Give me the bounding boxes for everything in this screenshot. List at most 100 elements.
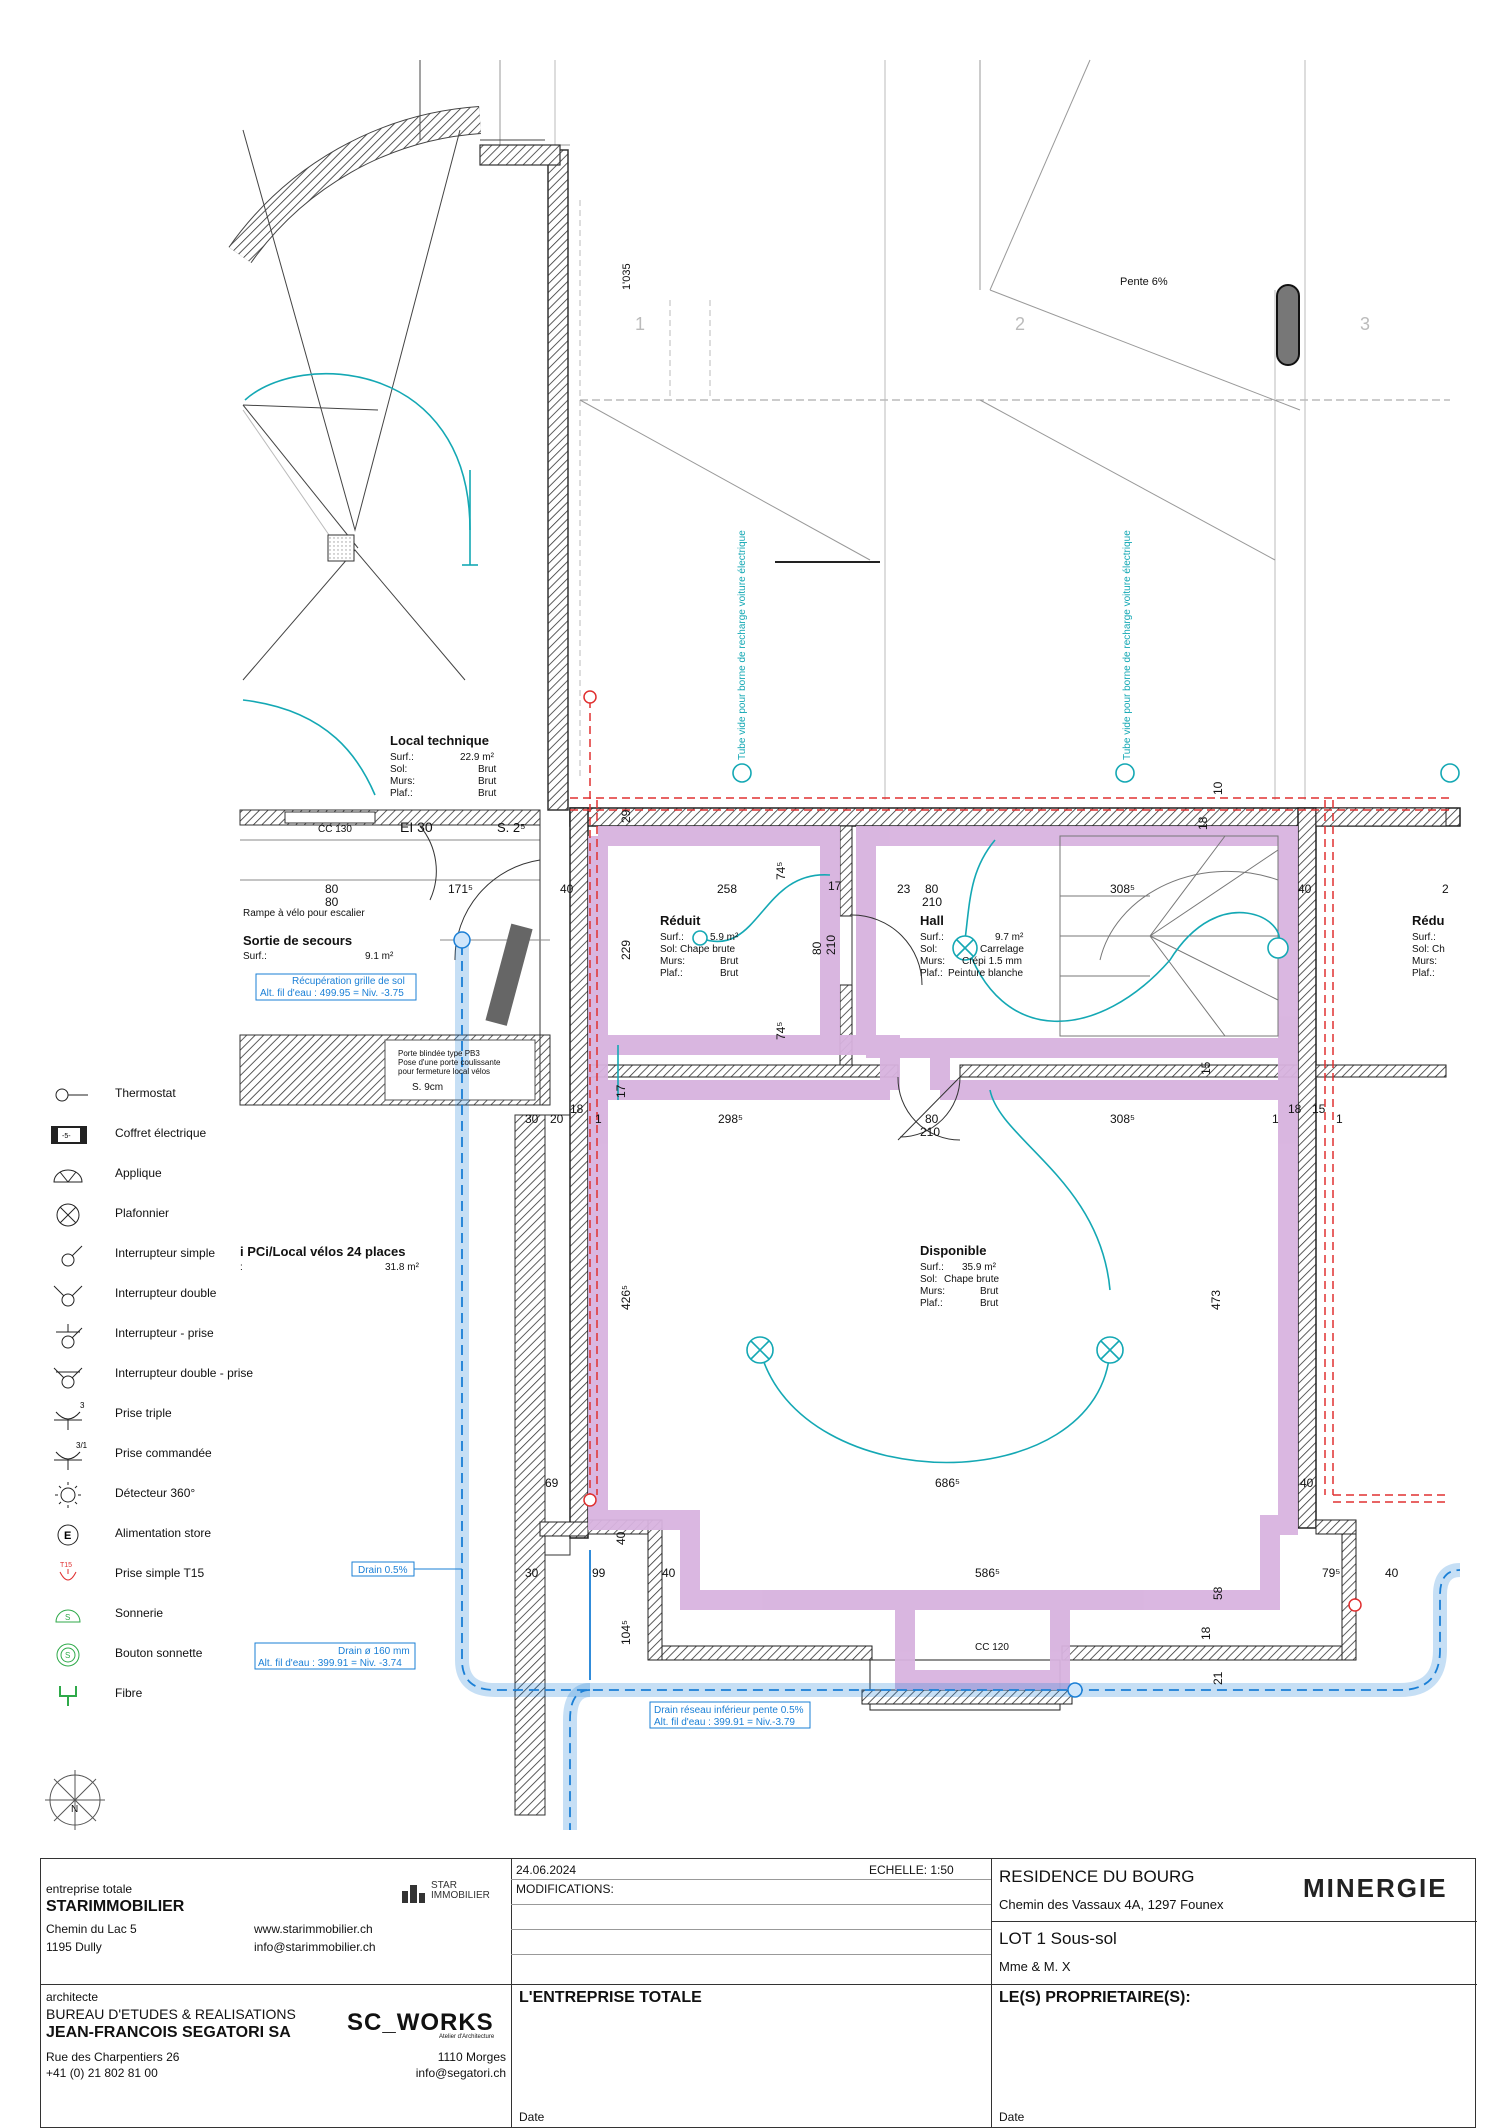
svg-text:171⁵: 171⁵ [448, 882, 473, 896]
legend-item-alim-store: E Alimentation store [40, 1520, 260, 1550]
triple-socket-icon: 3 [54, 1401, 85, 1430]
legend-item-coffret: -5- Coffret électrique [40, 1120, 260, 1150]
svg-text:40: 40 [1298, 882, 1312, 896]
svg-text:18: 18 [1196, 816, 1210, 830]
svg-text:99: 99 [592, 1566, 606, 1580]
single-switch-icon [61, 1245, 83, 1267]
double-switch-socket-icon [53, 1367, 83, 1389]
svg-text:74⁵: 74⁵ [774, 862, 788, 880]
svg-text:Sol:: Sol: [390, 764, 407, 775]
svg-text:17: 17 [828, 879, 842, 893]
svg-text:258: 258 [717, 882, 737, 896]
slope-label: Pente 6% [1120, 276, 1168, 288]
svg-text:10: 10 [1211, 781, 1225, 795]
drawing-title: LOT 1 Sous-sol [999, 1929, 1117, 1948]
svg-text:1: 1 [1336, 1112, 1343, 1126]
svg-text:Brut: Brut [478, 788, 497, 799]
svg-text:5.9 m²: 5.9 m² [710, 932, 739, 943]
svg-text:686⁵: 686⁵ [935, 1476, 960, 1490]
drain-pipe-label: Drain ø 160 mm [338, 1646, 410, 1657]
svg-text:79⁵: 79⁵ [1322, 1566, 1340, 1580]
svg-text:S: S [65, 1613, 70, 1622]
svg-text:18: 18 [1199, 1626, 1213, 1640]
svg-text:30: 30 [525, 1112, 539, 1126]
svg-text:N: N [71, 1804, 78, 1815]
svg-text:Plaf.:: Plaf.: [1412, 968, 1435, 979]
svg-text:S. 2⁵: S. 2⁵ [497, 820, 526, 835]
modifications-label: MODIFICATIONS: [516, 1882, 614, 1896]
svg-text:Surf.:: Surf.: [660, 932, 684, 943]
wall-left-upper [547, 149, 569, 811]
legend-item-bouton-sonnette: S Bouton sonnette [40, 1640, 260, 1670]
svg-text:Surf.:: Surf.: [243, 951, 267, 962]
svg-text:Porte blindée type PB3: Porte blindée type PB3 [398, 1049, 480, 1058]
lower-drain-label: Drain réseau inférieur pente 0.5% [654, 1705, 804, 1716]
thermostat-icon [55, 1088, 88, 1102]
socket-t15-icon: T15 [59, 1562, 77, 1581]
room-name-sortie: Sortie de secours [243, 933, 352, 948]
svg-text:40: 40 [1385, 1566, 1399, 1580]
room-name-disponible: Disponible [920, 1243, 986, 1258]
svg-text:Brut: Brut [720, 968, 739, 979]
svg-text:9.7 m²: 9.7 m² [995, 932, 1024, 943]
svg-text:Murs:: Murs: [920, 1286, 945, 1297]
hall-stair [1059, 835, 1279, 1037]
door-label-cc120: CC 120 [975, 1642, 1009, 1653]
svg-text:17: 17 [614, 1084, 628, 1098]
svg-text:Plaf.:: Plaf.: [660, 968, 683, 979]
legend-item-plafonnier: Plafonnier [40, 1200, 260, 1230]
svg-text::: : [240, 1262, 243, 1273]
svg-text:18: 18 [1288, 1102, 1302, 1116]
svg-text:2: 2 [1442, 882, 1449, 896]
legend-item-inter-double: Interrupteur double [40, 1280, 260, 1310]
svg-text:Murs:: Murs: [920, 956, 945, 967]
svg-text:pour fermeture local vélos: pour fermeture local vélos [398, 1067, 490, 1076]
door-label-cc130: CC 130 [318, 824, 352, 835]
svg-text:Rédu: Rédu [1412, 913, 1445, 928]
legend-item-sonnerie: S Sonnerie [40, 1600, 260, 1630]
contractor-email-link[interactable]: info@starimmobilier.ch [254, 1940, 376, 1954]
controlled-socket-icon: 3/1 [54, 1441, 88, 1470]
switch-socket-icon [56, 1324, 83, 1349]
svg-text:29: 29 [619, 809, 633, 823]
electrical-conduits [570, 700, 1450, 1503]
column-label-1: 1 [635, 314, 645, 334]
legend-item-prise-triple: 3 Prise triple [40, 1400, 260, 1430]
svg-text:80: 80 [810, 941, 824, 955]
general-contractor-role: entreprise totale [46, 1882, 133, 1896]
room-name-hall: Hall [920, 913, 944, 928]
svg-text:Brut: Brut [980, 1298, 999, 1309]
svg-text:586⁵: 586⁵ [975, 1566, 1000, 1580]
legend-item-thermostat: Thermostat [40, 1080, 260, 1110]
project-address: Chemin des Vassaux 4A, 1297 Founex [999, 1897, 1224, 1912]
drainage-pipes [455, 945, 1461, 1830]
fiber-icon [59, 1686, 77, 1706]
svg-text:104⁵: 104⁵ [619, 1620, 633, 1645]
svg-text:Surf.:: Surf.: [920, 1262, 944, 1273]
svg-text:Crépi 1.5 mm: Crépi 1.5 mm [962, 956, 1022, 967]
legend-item-applique: Applique [40, 1160, 260, 1190]
svg-text:S: S [65, 1651, 70, 1660]
svg-text:30: 30 [525, 1566, 539, 1580]
blind-power-icon: E [57, 1524, 79, 1546]
drain-slope-label: Drain 0.5% [358, 1565, 408, 1576]
svg-text:40: 40 [560, 882, 574, 896]
wall-light-icon [53, 1169, 83, 1183]
svg-text:308⁵: 308⁵ [1110, 1112, 1135, 1126]
svg-text:T15: T15 [60, 1562, 72, 1569]
svg-text:210: 210 [824, 935, 838, 955]
ev-conduit-label-1: Tube vide pour borne de recharge voiture… [737, 530, 748, 760]
fire-rating-label: EI 30 [400, 819, 433, 835]
svg-text:Surf.:: Surf.: [920, 932, 944, 943]
buildings-icon [402, 1885, 425, 1903]
svg-text:426⁵: 426⁵ [619, 1285, 633, 1310]
svg-text:22.9 m²: 22.9 m² [460, 752, 495, 763]
contractor-website-link[interactable]: www.starimmobilier.ch [254, 1922, 373, 1936]
architect-role: architecte [46, 1990, 99, 2004]
legend-item-prise-commandee: 3/1 Prise commandée [40, 1440, 260, 1470]
svg-text:80: 80 [925, 1112, 939, 1126]
room-name-abri: i PCi/Local vélos 24 places [240, 1244, 405, 1259]
legend-item-detecteur: Détecteur 360° [40, 1480, 260, 1510]
architect-email-link[interactable]: info@segatori.ch [415, 2066, 506, 2080]
